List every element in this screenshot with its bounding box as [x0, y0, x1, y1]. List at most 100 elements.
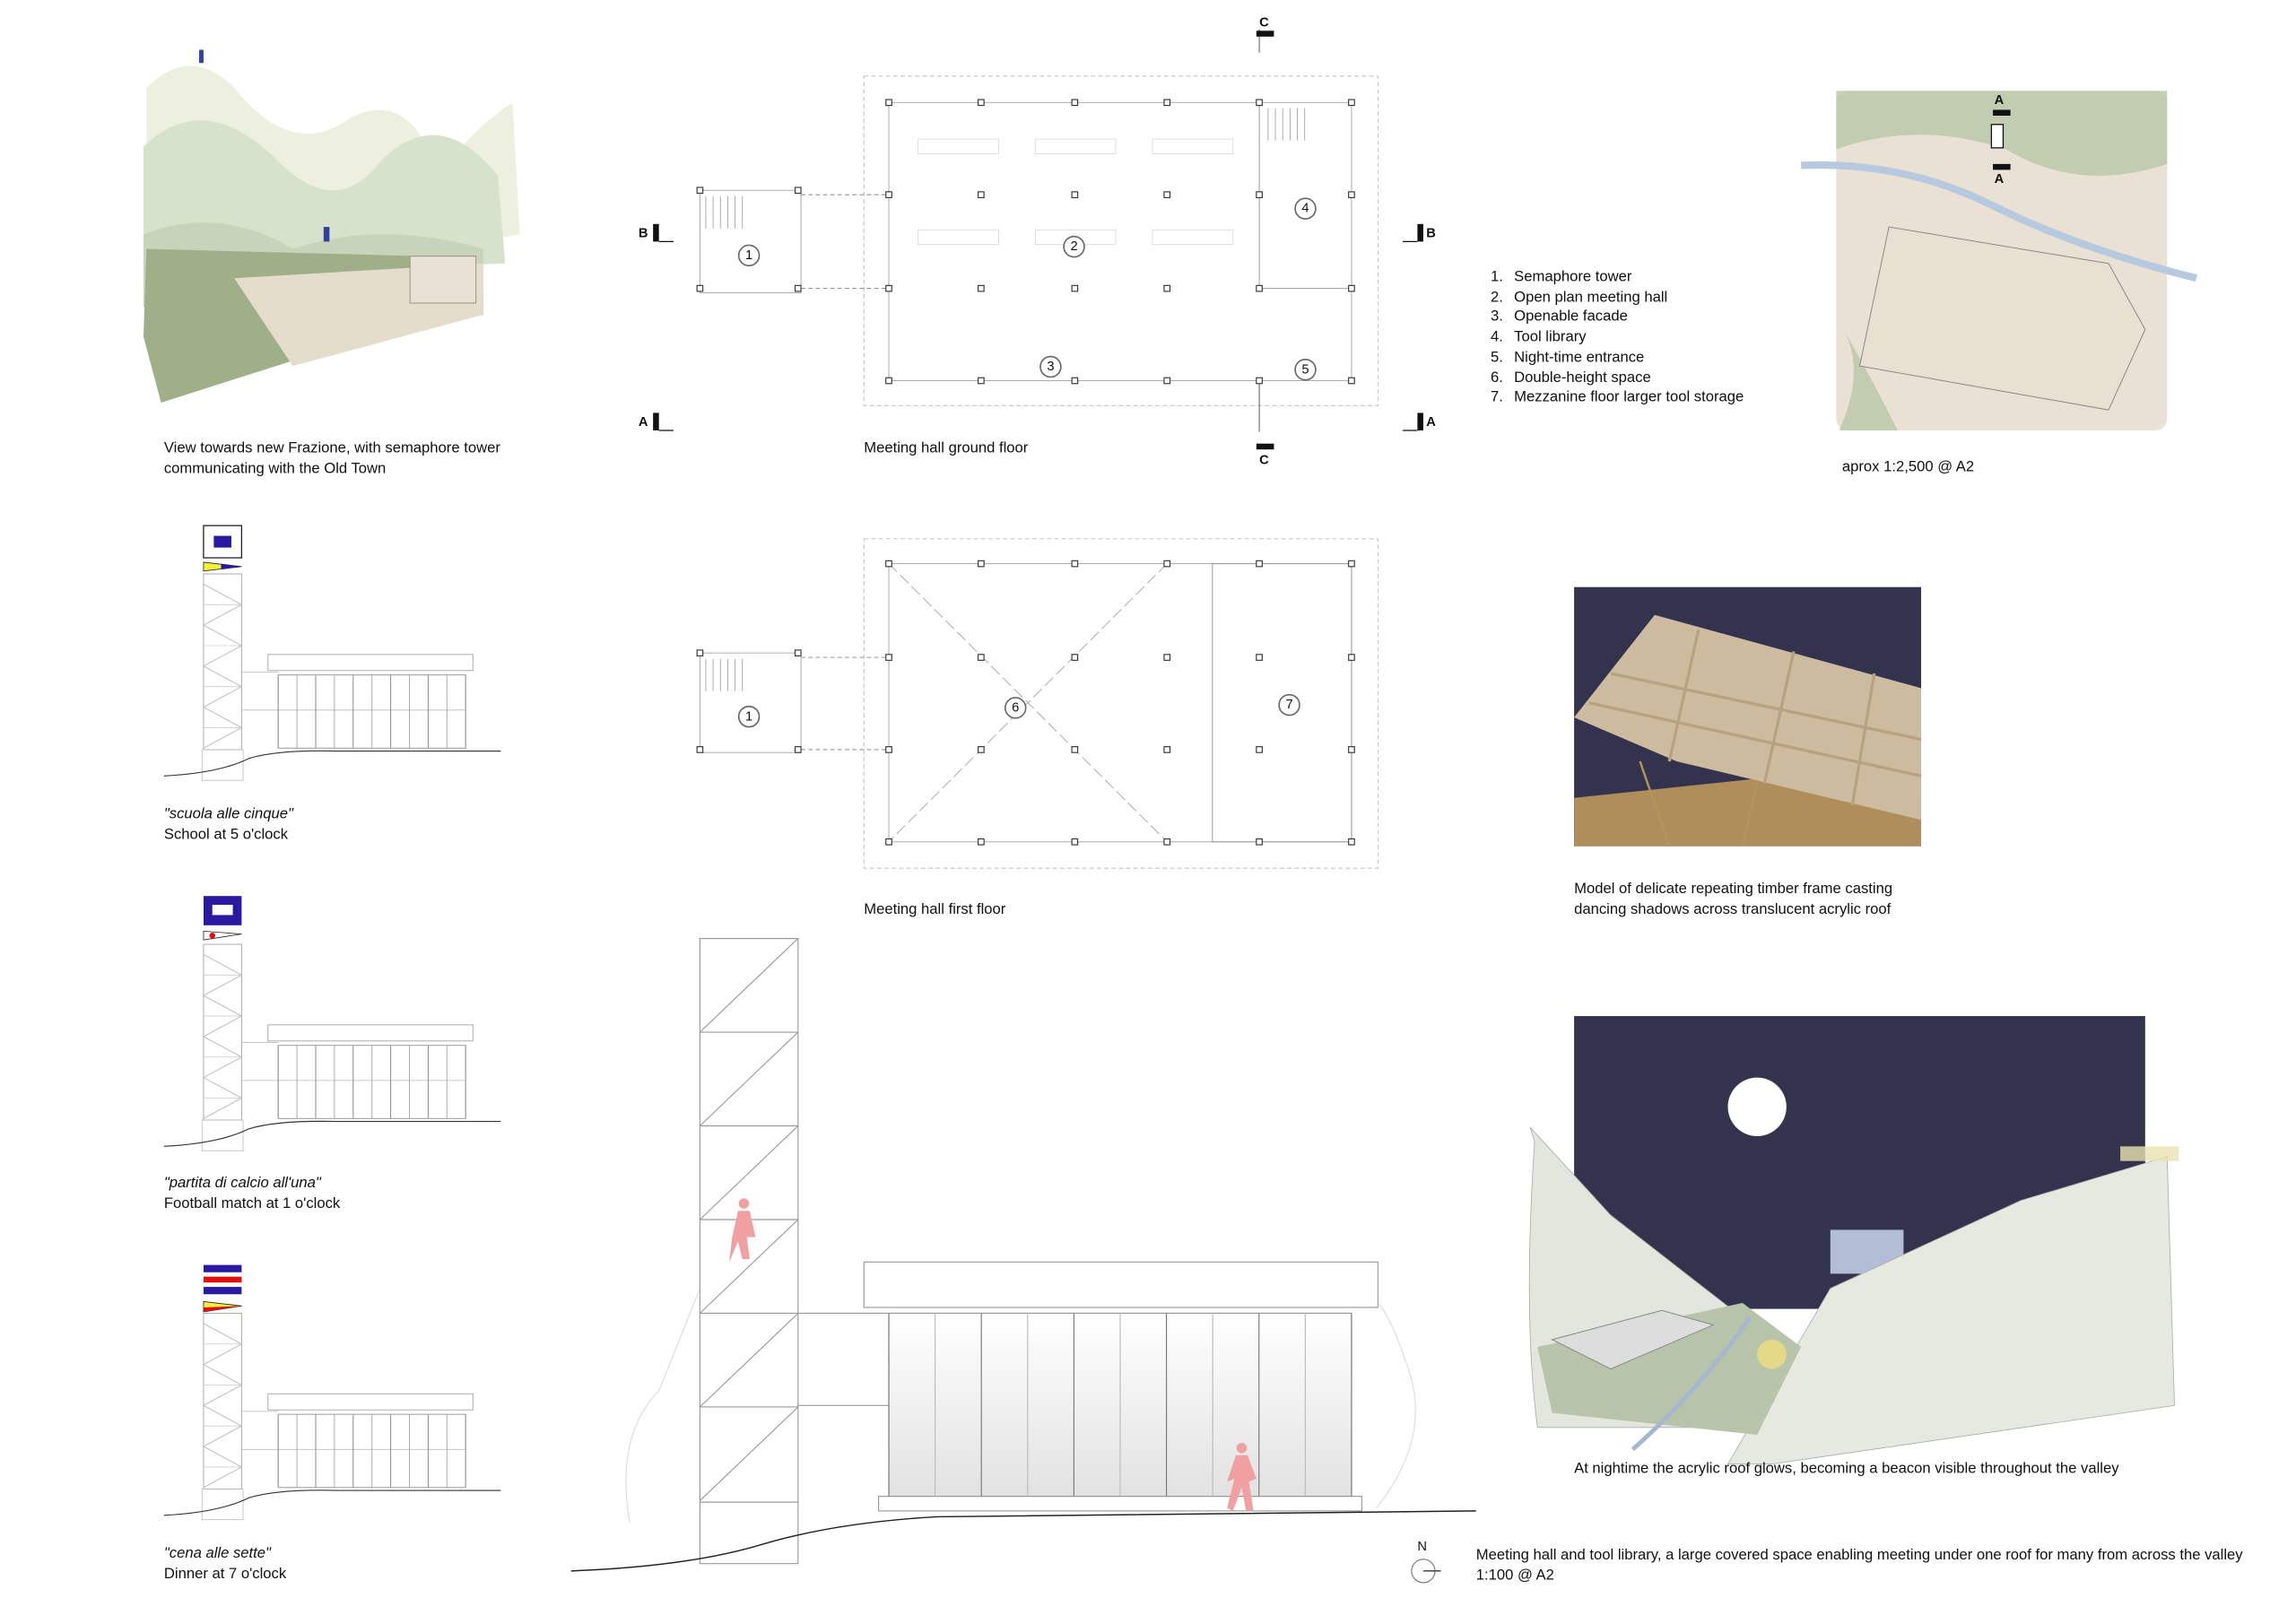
semaphore-flag: [203, 896, 242, 941]
english-phrase: Football match at 1 o'clock: [163, 1195, 341, 1212]
first-floor-caption: Meeting hall first floor: [864, 901, 1006, 918]
site-marker-a-top: A: [1994, 91, 2005, 108]
semaphore-elevation: [163, 525, 501, 781]
column-marker: [1163, 654, 1171, 661]
semaphore-state-caption: "scuola alle cinque" School at 5 o'clock: [164, 805, 293, 845]
english-phrase: Dinner at 7 o'clock: [163, 1566, 287, 1583]
column-marker: [885, 99, 892, 107]
night-view-illustration: [1528, 1016, 2179, 1465]
legend-label: Mezzanine floor larger tool storage: [1514, 389, 1744, 406]
column-marker: [978, 838, 985, 846]
column-marker: [1071, 746, 1079, 753]
room-number: 3: [1039, 355, 1062, 378]
column-marker: [978, 746, 985, 753]
column-marker: [1256, 284, 1263, 292]
north-arrow-icon: [1411, 1559, 1441, 1584]
column-marker: [1348, 191, 1355, 198]
section-marker-a-right: A: [1426, 414, 1436, 430]
legend-number: 3.: [1491, 309, 1503, 326]
caption-line: Model of delicate repeating timber frame…: [1574, 881, 1893, 898]
legend-item: 6.Double-height space: [1491, 369, 1744, 388]
column-marker: [1256, 838, 1263, 846]
column-marker: [885, 377, 892, 385]
room-number: 2: [1063, 235, 1085, 258]
column-marker: [1071, 654, 1079, 661]
legend-label: Tool library: [1514, 329, 1587, 346]
column-marker: [885, 191, 892, 198]
column-marker: [1071, 377, 1079, 385]
caption-line: dancing shadows across translucent acryl…: [1574, 901, 1892, 918]
section-marker-b-right: B: [1426, 225, 1436, 240]
semaphore-state-caption: "cena alle sette" Dinner at 7 o'clock: [164, 1544, 286, 1584]
legend-item: 3. Openable facade: [1491, 308, 1744, 328]
landscape-view-caption: View towards new Frazione, with semaphor…: [164, 439, 500, 479]
column-marker: [978, 99, 985, 107]
column-marker: [1348, 838, 1355, 846]
column-marker: [1348, 99, 1355, 107]
column-marker: [1163, 560, 1171, 568]
room-number: 4: [1294, 197, 1317, 220]
caption-line: communicating with the Old Town: [163, 460, 387, 477]
column-marker: [885, 838, 892, 846]
legend-label: Open plan meeting hall: [1514, 289, 1668, 306]
column-marker: [794, 746, 802, 753]
column-marker: [1163, 99, 1171, 107]
caption-line: View towards new Frazione, with semaphor…: [163, 440, 500, 457]
semaphore-elevations: [163, 525, 501, 1521]
main-elevation: [570, 937, 1476, 1572]
legend-number: 7.: [1491, 389, 1503, 406]
column-marker: [1071, 284, 1079, 292]
column-marker: [1071, 838, 1079, 846]
legend-number: 5.: [1491, 349, 1503, 366]
ground-floor-caption: Meeting hall ground floor: [864, 440, 1029, 457]
legend-item: 2. Open plan meeting hall: [1491, 288, 1744, 308]
column-marker: [978, 284, 985, 292]
semaphore-elevation: [163, 1264, 501, 1521]
room-legend: 1. Semaphore tower 2. Open plan meeting hal…: [1491, 268, 1744, 409]
column-marker: [696, 284, 704, 292]
semaphore-flag: [203, 525, 243, 572]
section-marker-c-bottom: C: [1259, 452, 1269, 467]
column-marker: [1163, 377, 1171, 385]
table-outline: [918, 138, 999, 154]
room-number: 1: [737, 705, 761, 728]
english-phrase: School at 5 o'clock: [163, 826, 289, 843]
table-outline: [1034, 138, 1117, 154]
table-outline: [1152, 138, 1234, 154]
column-marker: [1256, 377, 1263, 385]
legend-label: Semaphore tower: [1514, 269, 1632, 286]
landscape-view-illustration: [143, 49, 520, 403]
legend-label: Openable facade: [1514, 309, 1628, 326]
column-marker: [696, 187, 704, 195]
site-plan-illustration: [1800, 91, 2197, 430]
main-elevation-caption: Meeting hall and tool library, a large c…: [1476, 1546, 2243, 1585]
column-marker: [696, 746, 704, 753]
ground-floor-plan: [699, 29, 1378, 450]
column-marker: [794, 649, 802, 656]
column-marker: [885, 284, 892, 292]
column-marker: [1348, 560, 1355, 568]
column-marker: [1348, 746, 1355, 753]
legend-item: 1. Semaphore tower: [1491, 268, 1744, 288]
column-marker: [1348, 377, 1355, 385]
legend-number: 4.: [1491, 329, 1503, 346]
column-marker: [1256, 99, 1263, 107]
legend-number: 2.: [1491, 289, 1503, 306]
table-outline: [1152, 229, 1234, 246]
column-marker: [978, 377, 985, 385]
legend-item: 5.Night-time entrance: [1491, 348, 1744, 368]
caption-line: Meeting hall and tool library, a large c…: [1475, 1547, 2243, 1564]
room-number: 1: [737, 244, 761, 267]
column-marker: [1163, 284, 1171, 292]
section-marker-a-left: A: [638, 414, 648, 430]
column-marker: [1071, 191, 1079, 198]
site-plan-caption: aprox 1:2,500 @ A2: [1841, 459, 1975, 476]
model-photo-caption: Model of delicate repeating timber frame…: [1574, 880, 1892, 919]
section-marker-c-top: C: [1259, 14, 1269, 30]
column-marker: [1348, 654, 1355, 661]
column-marker: [885, 560, 892, 568]
legend-number: 1.: [1491, 269, 1503, 286]
column-marker: [978, 560, 985, 568]
column-marker: [978, 191, 985, 198]
